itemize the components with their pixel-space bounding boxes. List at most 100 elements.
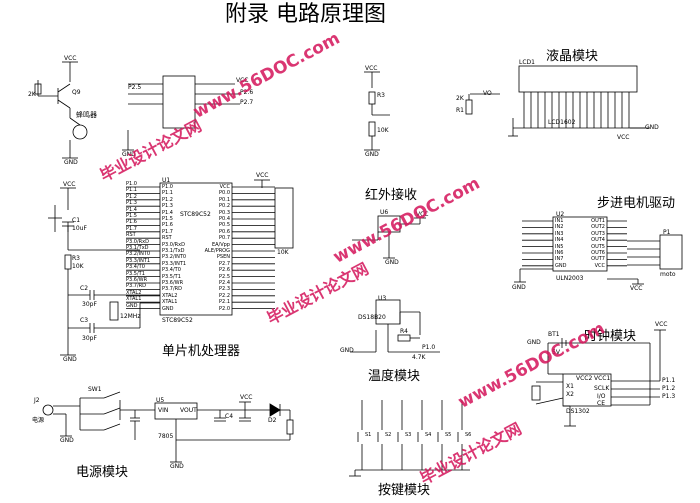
reset-10uf: 10uF [72,225,87,232]
uln-vcc: VCC [630,285,643,292]
uln-out-label: OUT3 [591,230,605,237]
mcu-right-pin-label: PSEN [216,254,230,261]
top-chip-p25: P2.5 [128,84,142,91]
buzzer-gnd: GND [64,159,78,166]
key-label: S5 [445,432,452,438]
power-vcc: VCC [240,394,253,401]
motor-label: moto [660,271,676,278]
clock-ce: CE [597,400,605,407]
reset-r3: R3 [72,255,80,262]
mcu-left-net-label: GND [126,302,138,309]
temp-r-4k7: 4.7K [412,354,426,361]
mcu-chip-name: STC89C52 [180,211,211,218]
clock-chip: DS1302 [566,408,590,415]
lcd-vcc: VCC [617,134,630,141]
motor-ref: P1 [663,229,671,236]
uln-ref: U2 [556,211,565,218]
mcu-left-net-label: P1.0 [126,181,137,187]
power-jack: 电源 [32,417,45,424]
lcd-vo: VO [483,90,492,97]
uln-in-label: IN7 [555,256,564,263]
mcu-left-net-label: P3.3/INT1 [126,257,151,264]
buzzer-vcc: VCC [64,55,77,62]
power-vin: VIN [158,407,169,414]
lcd-r-2k: 2K [456,95,464,102]
temp-gnd: GND [340,347,354,354]
clock-vcc2: VCC2 [576,375,593,382]
uln-chip: ULN2003 [556,275,584,282]
uln-in-label: IN1 [555,218,564,224]
power-d2: D2 [268,417,277,424]
lcd-gnd: GND [645,124,659,131]
uln-in-label: IN2 [555,224,564,231]
reset-vcc: VCC [63,181,76,188]
mcu-left-pin-label: P3.5/T1 [162,273,181,280]
mcu-left-net-label: P3.1/TxD [126,245,149,251]
mcu-left-pin-label: P3.1/TxD [162,248,185,254]
mcu-left-pin-label: P1.3 [162,203,173,210]
mcu-left-pin-label: XTAL1 [162,299,178,306]
clock-p11: P1.1 [662,377,676,384]
mcu-right-pin-label: P2.3 [219,286,230,293]
mcu-left-net-label: P3.5/T1 [126,270,145,277]
clock-bt1: BT1 [548,331,560,338]
mcu-left-pin-label: RST [162,235,172,242]
mcu-right-pin-label: P0.1 [219,196,230,203]
uln-in-label: GND [555,262,567,269]
mcu-left-pin-label: P3.3/INT1 [162,260,187,267]
key-label: S1 [365,432,372,438]
key-label: S6 [465,432,472,438]
mcu-left-pin-label: P3.2/INT0 [162,254,187,261]
lcd-ref: LCD1 [519,59,535,66]
ir-ref: U6 [380,209,389,216]
page-title: 附录 电路原理图 [225,2,386,27]
rp-vcc: VCC [256,172,269,179]
crystal-30pf-1: 30pF [82,301,97,308]
mcu-left-pin-label: P3.0/RxD [162,241,185,248]
mcu-left-pin-label: P1.5 [162,216,173,222]
buzzer-q9: Q9 [72,89,81,96]
power-sw1: SW1 [88,386,102,393]
crystal-30pf-2: 30pF [82,335,97,342]
ir-vcc: VCC [416,211,429,218]
clock-5v: 5V [552,349,560,356]
power-c4: C4 [225,413,234,420]
mcu-right-pin-label: P2.7 [219,260,230,267]
mcu-right-pin-label: P2.6 [219,267,230,274]
mcu-left-net-label: P1.3 [126,200,137,207]
mcu-right-pin-label: P0.3 [219,209,230,216]
mcu-left-net-label: P1.6 [126,219,137,226]
crystal-c3: C3 [80,317,89,324]
module-label-mcu: 单片机处理器 [162,344,241,359]
mcu-right-pin-label: P0.2 [219,203,230,210]
mcu-right-pin-label: P2.5 [219,273,230,280]
uln-out-label: OUT2 [591,224,605,231]
mcu-ref: U1 [162,177,171,184]
key-label: S4 [425,432,432,438]
module-label-clock: 时钟模块 [584,329,637,344]
clock-sclk: SCLK [594,385,610,392]
mcu-left-pin-label: XTAL2 [162,292,178,299]
mcu-left-pin-label: P3.6/WR [162,280,184,286]
temp-p10: P1.0 [422,344,436,351]
mcu-right-pin-label: ALE/PROG [204,248,230,254]
crystal-12mhz: 12MHz [120,313,141,320]
mcu-left-net-label: P3.4/T0 [126,264,145,271]
buzzer-2k: 2K [28,91,36,98]
mcu-right-pin-label: P2.0 [219,305,230,312]
mcu-right-pin-label: P0.7 [219,235,230,242]
clock-x2: X2 [566,391,574,398]
temp-ref: U3 [378,295,387,302]
top-ir-vcc: VCC [365,65,378,72]
mcu-left-pin-label: P1.1 [162,190,173,197]
lcd-r1: R1 [456,107,464,114]
mcu-left-net-label: P3.6/WR [126,277,148,283]
mcu-right-pin-label: P2.2 [219,292,230,299]
top-ir-gnd: GND [365,151,379,158]
crystal-c2: C2 [80,285,89,292]
top-chip-p26: P2.6 [240,89,254,96]
uln-out-label: VCC [594,262,605,269]
mcu-right-pin-label: P0.5 [219,222,230,229]
rp-10k: 10K [277,249,289,256]
